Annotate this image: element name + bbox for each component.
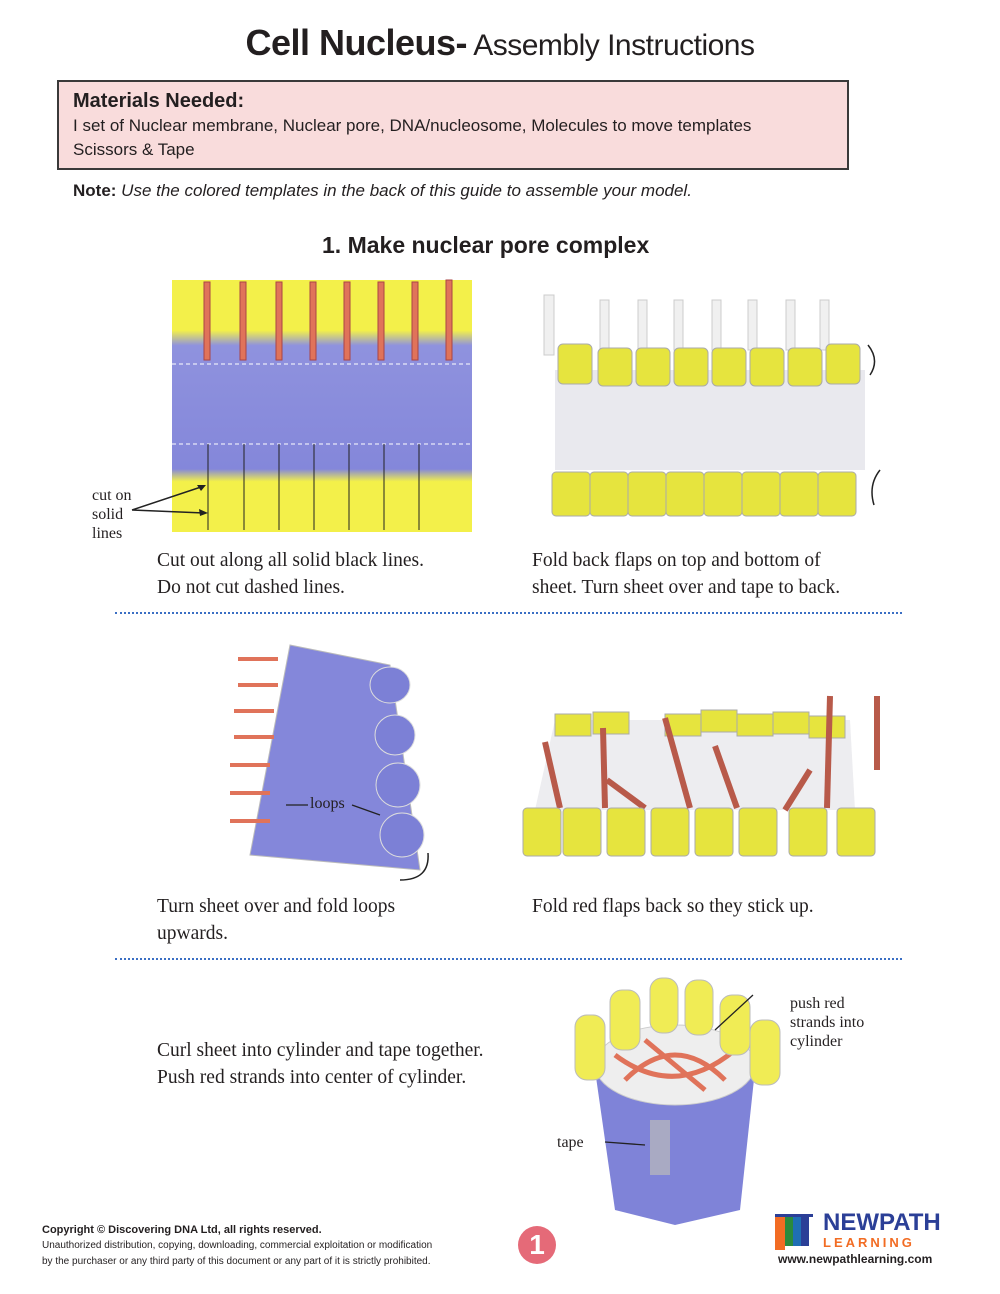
caption-line: Fold red flaps back so they stick up.	[532, 896, 814, 917]
materials-heading: Materials Needed:	[73, 90, 245, 112]
label-line: solid	[92, 506, 124, 523]
loops-image	[230, 644, 429, 881]
note-text: Use the colored templates in the back of…	[116, 181, 692, 200]
label-line: strands into	[790, 1014, 865, 1031]
arrow-icon	[867, 344, 881, 506]
label-line: lines	[92, 525, 123, 542]
arrow-icon	[399, 852, 429, 881]
cut-label: cut on solid lines	[92, 486, 132, 543]
caption: Cut out along all solid black lines. Do n…	[157, 547, 424, 601]
divider	[115, 958, 902, 960]
caption-line: Fold back flaps on top and bottom of	[532, 550, 821, 571]
materials-box: Materials Needed: I set of Nuclear membr…	[57, 80, 849, 170]
copyright-block: Copyright © Discovering DNA Ltd, all rig…	[42, 1222, 432, 1270]
logo-text: LEARNING	[823, 1235, 915, 1250]
caption-line: Push red strands into center of cylinder…	[157, 1067, 467, 1088]
label-line: cylinder	[790, 1033, 843, 1050]
book-logo-icon	[775, 1214, 813, 1250]
caption-line: Turn sheet over and fold loops	[157, 896, 396, 917]
flat-template-image	[172, 279, 472, 532]
title-sub: Assembly Instructions	[467, 29, 755, 62]
caption-line: upwards.	[157, 923, 228, 944]
legal-line: Unauthorized distribution, copying, down…	[42, 1240, 433, 1251]
logo-text: NEWPATH	[823, 1209, 941, 1236]
note-label: Note:	[73, 181, 117, 200]
divider	[115, 612, 902, 614]
caption-line: Cut out along all solid black lines.	[157, 550, 425, 571]
materials-line: Scissors & Tape	[73, 140, 195, 159]
materials-line: I set of Nuclear membrane, Nuclear pore,…	[73, 116, 752, 135]
tape-label: tape	[557, 1134, 584, 1151]
label-line: cut on	[92, 487, 132, 504]
copyright: Copyright © Discovering DNA Ltd, all rig…	[42, 1224, 322, 1236]
caption-line: Curl sheet into cylinder and tape togeth…	[157, 1040, 484, 1061]
caption: Curl sheet into cylinder and tape togeth…	[157, 1037, 484, 1091]
label-line: push red	[790, 995, 845, 1012]
caption-line: sheet. Turn sheet over and tape to back.	[532, 577, 841, 598]
title-main: Cell Nucleus-	[245, 22, 468, 63]
arrow-icon	[131, 485, 208, 516]
page-title: Cell Nucleus- Assembly Instructions	[0, 22, 1000, 64]
push-label: push red strands into cylinder	[790, 994, 864, 1051]
page-number: 1	[518, 1226, 556, 1264]
caption: Fold back flaps on top and bottom of shee…	[532, 547, 840, 601]
legal-line: by the purchaser or any third party of t…	[42, 1256, 431, 1267]
website-url: www.newpathlearning.com	[778, 1252, 933, 1266]
caption: Turn sheet over and fold loops upwards.	[157, 893, 395, 947]
cylinder-image	[574, 977, 781, 1225]
loops-label: loops	[310, 795, 345, 812]
folded-flaps-image	[543, 294, 881, 517]
red-flaps-image	[522, 695, 880, 857]
caption-line: Do not cut dashed lines.	[157, 577, 345, 598]
caption: Fold red flaps back so they stick up.	[532, 893, 814, 920]
step-heading: 1. Make nuclear pore complex	[322, 232, 650, 258]
note: Note: Use the colored templates in the b…	[73, 181, 692, 201]
